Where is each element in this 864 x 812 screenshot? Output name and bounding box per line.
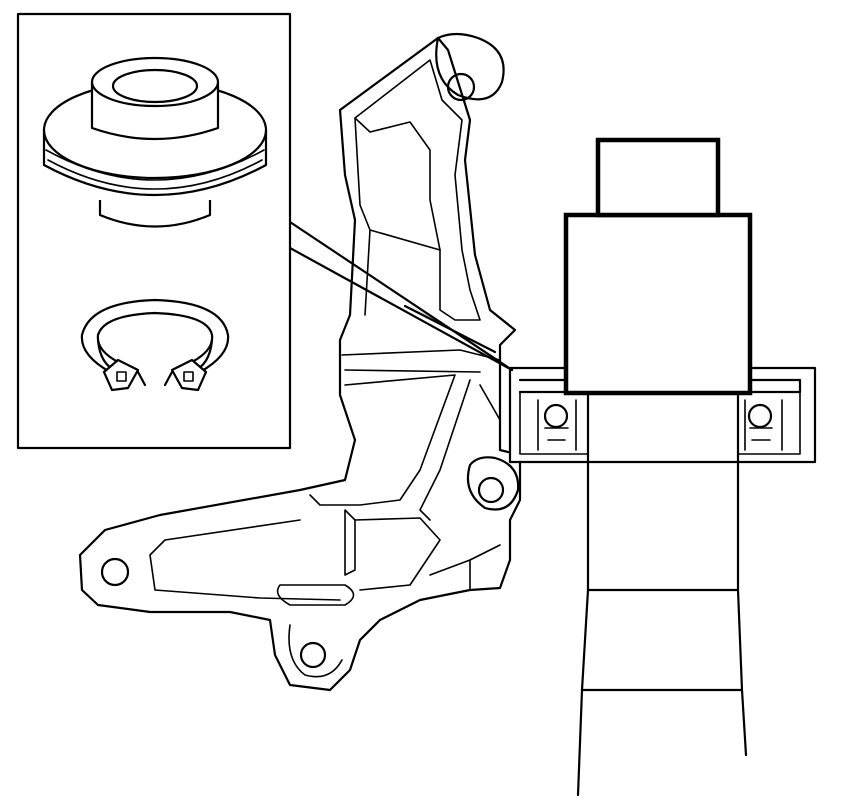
circlip	[80, 298, 230, 392]
leader-line	[288, 220, 514, 372]
drive-shaft	[576, 450, 748, 797]
press-drift	[42, 56, 268, 228]
detail-inset	[16, 12, 292, 450]
bearing-press-tool	[563, 137, 753, 396]
